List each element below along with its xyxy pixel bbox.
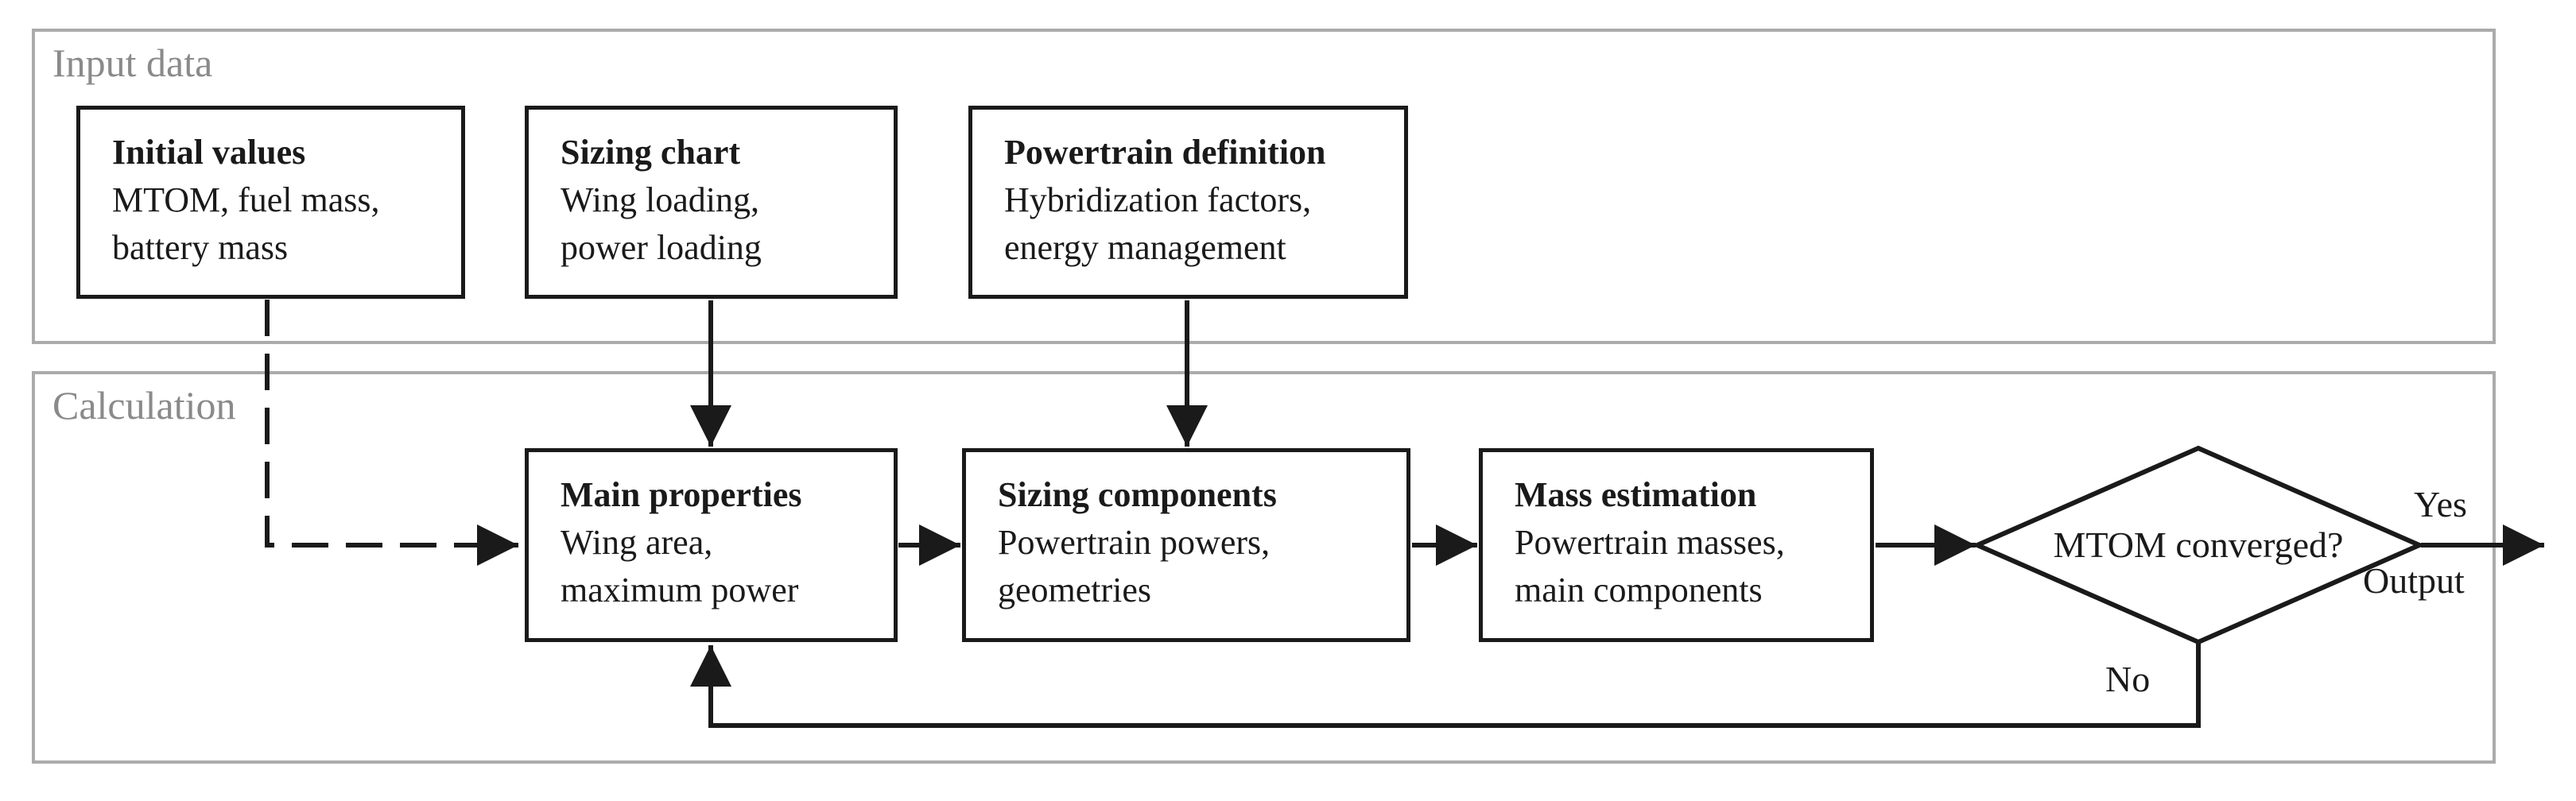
box-line: Wing loading, bbox=[561, 180, 759, 219]
box-line: Hybridization factors, bbox=[1004, 180, 1312, 219]
edge-label-no: No bbox=[2105, 659, 2151, 699]
box-line: maximum power bbox=[561, 571, 799, 609]
box-powertrain-definition: Powertrain definition Hybridization fact… bbox=[968, 106, 1408, 299]
box-mass-estimation: Mass estimation Powertrain masses, main … bbox=[1479, 448, 1874, 642]
box-line: Powertrain powers, bbox=[998, 523, 1271, 562]
box-line: Powertrain masses, bbox=[1515, 523, 1785, 562]
box-title: Sizing components bbox=[998, 475, 1277, 514]
box-title: Main properties bbox=[561, 475, 802, 514]
box-line: battery mass bbox=[112, 228, 289, 267]
decision-label: MTOM converged? bbox=[2053, 524, 2344, 565]
box-title: Sizing chart bbox=[561, 133, 741, 172]
calculation-section bbox=[32, 371, 2496, 764]
box-line: energy management bbox=[1004, 228, 1286, 267]
calculation-section-label: Calculation bbox=[52, 383, 236, 428]
box-sizing-chart: Sizing chart Wing loading, power loading bbox=[525, 106, 898, 299]
box-line: power loading bbox=[561, 228, 762, 267]
box-title: Powertrain definition bbox=[1004, 133, 1326, 172]
box-line: MTOM, fuel mass, bbox=[112, 180, 380, 219]
box-line: main components bbox=[1515, 571, 1763, 609]
box-title: Initial values bbox=[112, 133, 306, 172]
edge-label-output: Output bbox=[2363, 560, 2465, 601]
box-sizing-components: Sizing components Powertrain powers, geo… bbox=[962, 448, 1410, 642]
box-title: Mass estimation bbox=[1515, 475, 1757, 514]
input-data-section-label: Input data bbox=[52, 41, 213, 85]
box-line: Wing area, bbox=[561, 523, 713, 562]
edge-label-yes: Yes bbox=[2414, 484, 2467, 524]
box-main-properties: Main properties Wing area, maximum power bbox=[525, 448, 898, 642]
input-data-section bbox=[32, 29, 2496, 344]
box-line: geometries bbox=[998, 571, 1152, 609]
box-initial-values: Initial values MTOM, fuel mass, battery … bbox=[76, 106, 465, 299]
